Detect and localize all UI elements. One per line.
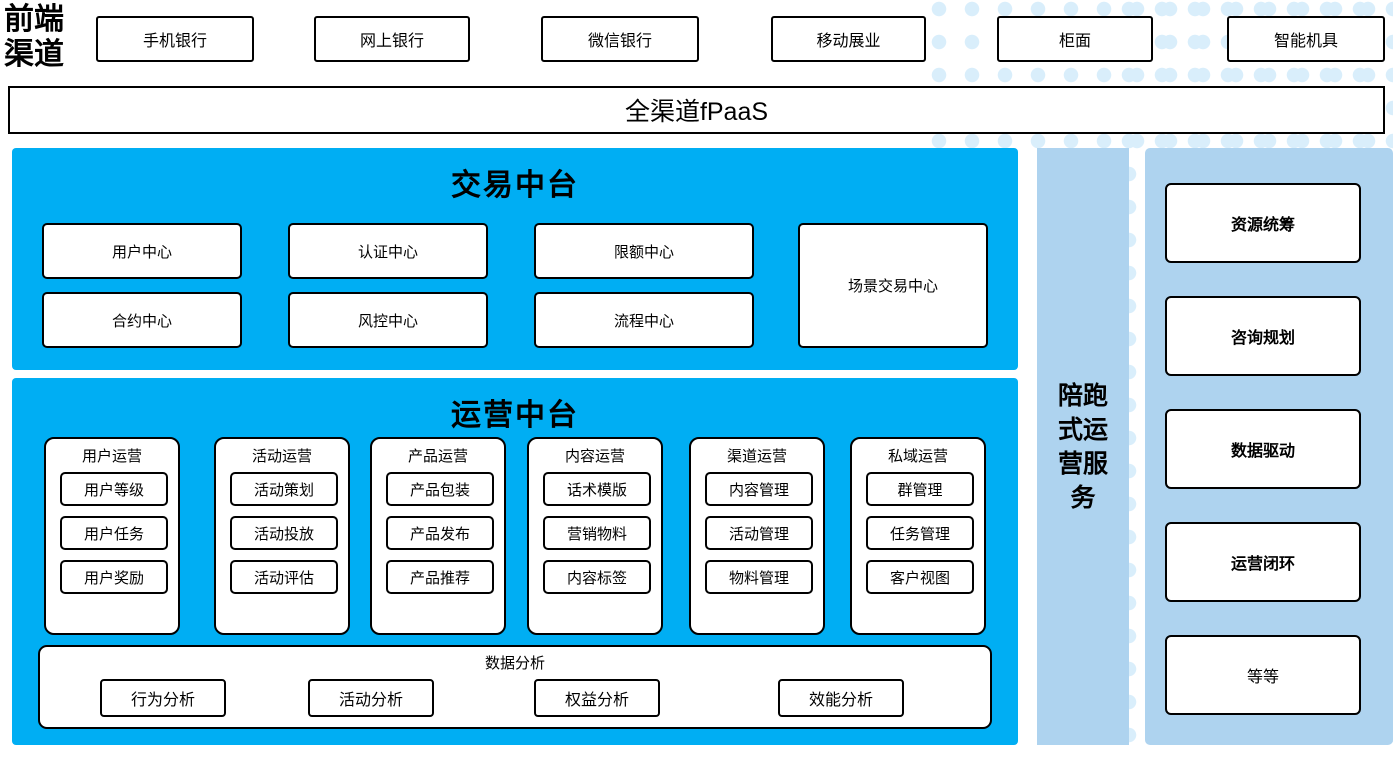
op-card-title: 用户运营 (81, 448, 142, 465)
data-analysis-card: 数据分析 行为分析 活动分析 权益分析 效能分析 (38, 645, 992, 729)
op-item-activity-management[interactable]: 活动管理 (705, 516, 813, 550)
frontend-channel-label-line2: 渠道 (4, 38, 64, 71)
op-item-content-management[interactable]: 内容管理 (705, 472, 813, 506)
data-analysis-title: 数据分析 (484, 655, 545, 672)
op-item-product-recommendation[interactable]: 产品推荐 (386, 560, 494, 594)
op-card-title: 私域运营 (887, 448, 948, 465)
op-card-content-operation: 内容运营 话术模版 营销物料 内容标签 (527, 437, 663, 635)
op-item-group-management[interactable]: 群管理 (866, 472, 974, 506)
op-item-marketing-material[interactable]: 营销物料 (543, 516, 651, 550)
operation-platform-title: 运营中台 (451, 399, 579, 432)
op-card-activity-operation: 活动运营 活动策划 活动投放 活动评估 (214, 437, 350, 635)
op-item-task-management[interactable]: 任务管理 (866, 516, 974, 550)
trade-box-process-center[interactable]: 流程中心 (534, 292, 754, 348)
op-item-activity-delivery[interactable]: 活动投放 (230, 516, 338, 550)
op-item-script-template[interactable]: 话术模版 (543, 472, 651, 506)
trade-box-risk-center[interactable]: 风控中心 (288, 292, 488, 348)
trade-box-scenario-trade-center[interactable]: 场景交易中心 (798, 223, 988, 348)
op-item-product-release[interactable]: 产品发布 (386, 516, 494, 550)
op-item-activity-evaluation[interactable]: 活动评估 (230, 560, 338, 594)
data-analysis-item-behavior[interactable]: 行为分析 (100, 679, 226, 717)
channel-box-smart-machine[interactable]: 智能机具 (1227, 16, 1385, 62)
channel-box-counter[interactable]: 柜面 (997, 16, 1153, 62)
frontend-channel-label: 前端 渠道 (4, 2, 86, 74)
op-item-product-packaging[interactable]: 产品包装 (386, 472, 494, 506)
service-card-resource-coordination[interactable]: 资源统筹 (1165, 183, 1361, 263)
op-card-user-operation: 用户运营 用户等级 用户任务 用户奖励 (44, 437, 180, 635)
op-item-user-task[interactable]: 用户任务 (60, 516, 168, 550)
trade-platform-panel: 交易中台 用户中心 认证中心 限额中心 合约中心 风控中心 流程中心 场景交易中… (12, 148, 1018, 370)
frontend-channel-row: 前端 渠道 手机银行 网上银行 微信银行 移动展业 柜面 智能机具 (0, 0, 1393, 78)
trade-box-contract-center[interactable]: 合约中心 (42, 292, 242, 348)
service-card-data-driven[interactable]: 数据驱动 (1165, 409, 1361, 489)
op-item-material-management[interactable]: 物料管理 (705, 560, 813, 594)
op-card-title: 内容运营 (564, 448, 625, 465)
op-card-private-domain-operation: 私域运营 群管理 任务管理 客户视图 (850, 437, 986, 635)
channel-box-mobile-biz[interactable]: 移动展业 (771, 16, 926, 62)
data-analysis-item-rights[interactable]: 权益分析 (534, 679, 660, 717)
channel-box-online-bank[interactable]: 网上银行 (314, 16, 470, 62)
trade-platform-title: 交易中台 (451, 169, 579, 202)
service-capability-panel: 资源统筹 咨询规划 数据驱动 运营闭环 等等 (1145, 148, 1393, 745)
channel-box-wechat-bank[interactable]: 微信银行 (541, 16, 699, 62)
accompanying-operation-service-strip: 陪跑式运营服务 (1037, 148, 1129, 745)
trade-box-user-center[interactable]: 用户中心 (42, 223, 242, 279)
op-item-content-tag[interactable]: 内容标签 (543, 560, 651, 594)
op-card-title: 产品运营 (407, 448, 468, 465)
trade-box-auth-center[interactable]: 认证中心 (288, 223, 488, 279)
op-item-activity-planning[interactable]: 活动策划 (230, 472, 338, 506)
channel-box-mobile-bank[interactable]: 手机银行 (96, 16, 254, 62)
op-card-product-operation: 产品运营 产品包装 产品发布 产品推荐 (370, 437, 506, 635)
op-item-customer-view[interactable]: 客户视图 (866, 560, 974, 594)
omnichannel-fpaas-bar[interactable]: 全渠道fPaaS (8, 86, 1385, 134)
trade-box-limit-center[interactable]: 限额中心 (534, 223, 754, 279)
op-card-title: 渠道运营 (726, 448, 787, 465)
service-card-etc[interactable]: 等等 (1165, 635, 1361, 715)
op-card-channel-operation: 渠道运营 内容管理 活动管理 物料管理 (689, 437, 825, 635)
service-card-consulting-planning[interactable]: 咨询规划 (1165, 296, 1361, 376)
service-card-operation-closed-loop[interactable]: 运营闭环 (1165, 522, 1361, 602)
frontend-channel-label-line1: 前端 (4, 3, 64, 36)
op-card-title: 活动运营 (251, 448, 312, 465)
data-analysis-item-performance[interactable]: 效能分析 (778, 679, 904, 717)
op-item-user-level[interactable]: 用户等级 (60, 472, 168, 506)
accompanying-operation-service-label: 陪跑式运营服务 (1057, 381, 1108, 512)
data-analysis-item-activity[interactable]: 活动分析 (308, 679, 434, 717)
op-item-user-reward[interactable]: 用户奖励 (60, 560, 168, 594)
